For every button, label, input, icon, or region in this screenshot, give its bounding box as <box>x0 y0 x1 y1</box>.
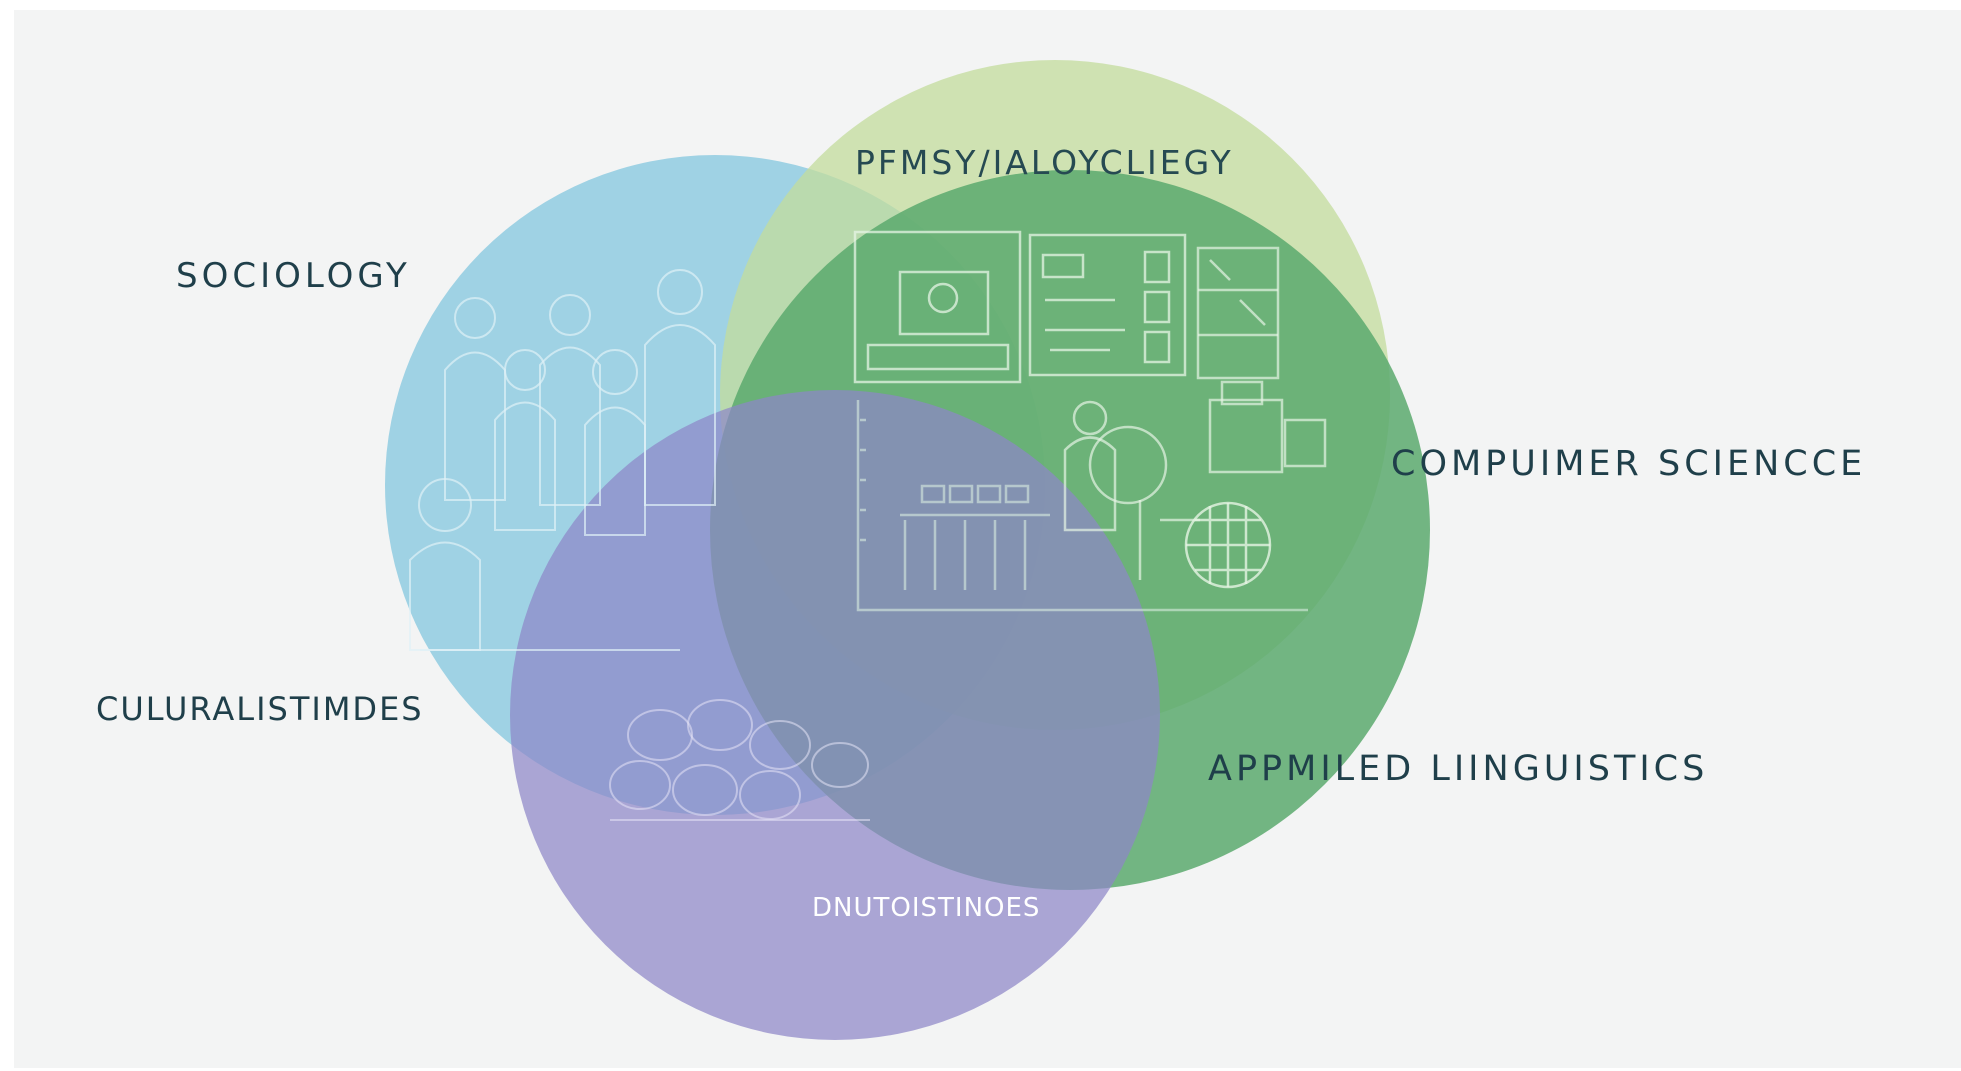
data-chart-sketch-icon <box>856 400 1308 612</box>
cultural-studies-label: CULURALISTIMDES <box>96 690 424 728</box>
applied-linguistics-label: APPMILED LIINGUISTICS <box>1208 749 1709 789</box>
sociology-label: SOCIOLOGY <box>176 256 411 296</box>
dashboard-sketch-icon <box>1028 233 1187 377</box>
people-sketch-icon <box>409 269 716 651</box>
inner-linguistics-label: DNUTOISTINOES <box>812 893 1041 923</box>
linguistics-circle <box>510 390 1160 1040</box>
scientists-sketch-icon <box>1063 380 1327 580</box>
psychology-label: PFMSY/IALOYCLIEGY <box>855 143 1234 182</box>
globe-sketch-icon <box>1184 501 1272 589</box>
shelves-sketch-icon <box>1196 246 1280 380</box>
computer-screen-sketch-icon <box>853 230 1022 384</box>
computer-science-label: COMPUIMER SCIENCCE <box>1391 444 1867 484</box>
crowd-sketch-icon <box>609 699 870 821</box>
